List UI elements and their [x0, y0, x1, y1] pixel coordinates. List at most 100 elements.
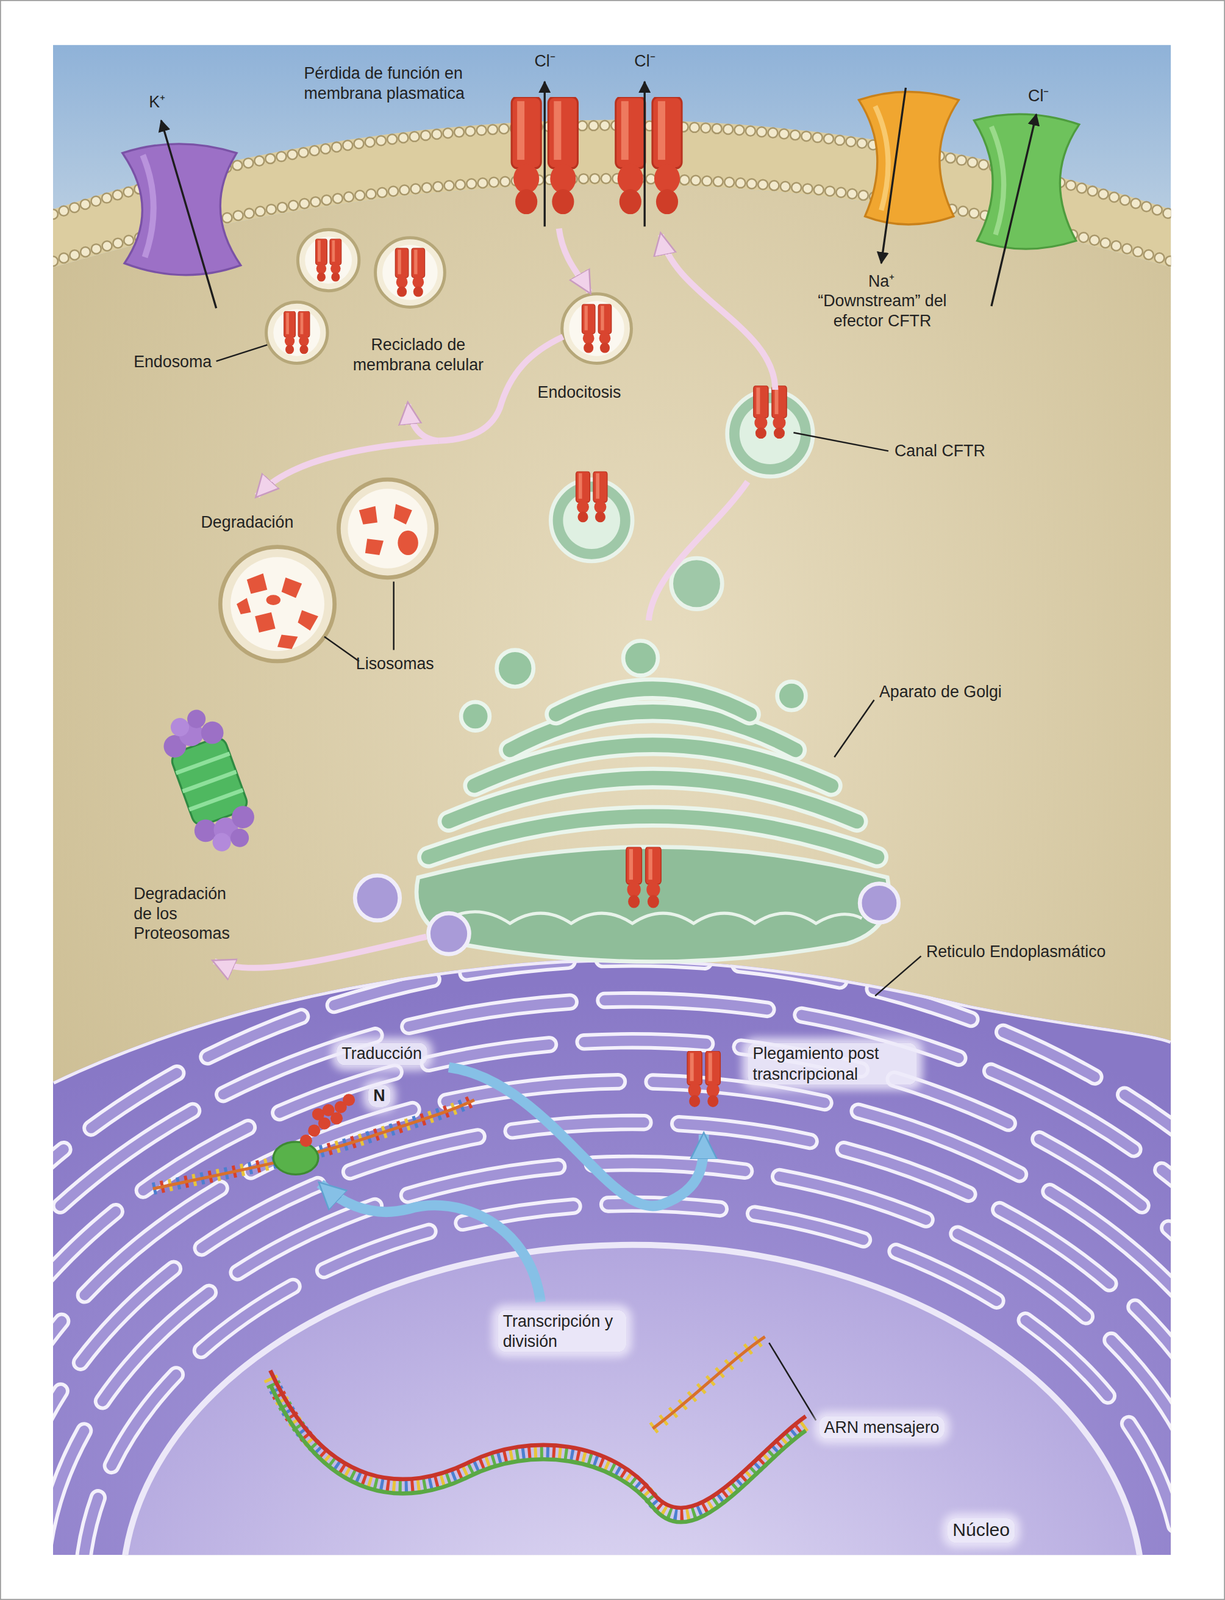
organelle-label: Núcleo: [947, 1517, 1015, 1543]
process-label: Degradación de los Proteosomas: [133, 883, 248, 944]
lysosome: [338, 479, 437, 578]
trafficking-arrow: [407, 403, 439, 441]
lysosome: [397, 530, 418, 555]
endosome: [562, 293, 632, 364]
proteasome: [176, 753, 230, 773]
process-label: Traducción: [336, 1042, 427, 1065]
translation-mrna: [153, 1099, 475, 1189]
translation-mrna: [153, 1099, 475, 1189]
transport-vesicle: [428, 912, 470, 954]
golgi-apparatus: [416, 640, 890, 961]
endoplasmic-reticulum: [53, 1040, 1171, 1555]
cell: [53, 45, 1171, 1555]
translation-mrna: [153, 1099, 475, 1189]
cftr-channel: [581, 303, 611, 353]
endosome: [266, 301, 328, 363]
lysosome: [236, 597, 251, 615]
endoplasmic-reticulum: [53, 1081, 1171, 1555]
translation-mrna: [307, 1123, 321, 1136]
trafficking-arrow: [648, 481, 748, 621]
process-label: Endocitosis: [537, 382, 622, 403]
chloride-channel: [973, 114, 1079, 249]
proteasome: [209, 829, 234, 854]
organelle-label: Endosoma: [133, 351, 212, 372]
golgi-apparatus: [556, 688, 750, 715]
secretory-vesicle: [739, 403, 801, 465]
endosome: [375, 237, 446, 308]
golgi-apparatus: [623, 640, 658, 675]
leader-line: [216, 344, 922, 1420]
endoplasmic-reticulum: [53, 1162, 1171, 1555]
sodium-channel: [858, 92, 959, 225]
cftr-channel: [576, 471, 608, 523]
endoplasmic-reticulum: [53, 999, 1171, 1555]
endoplasmic-reticulum: [53, 1040, 1171, 1555]
golgi-apparatus: [416, 846, 890, 961]
ion-arrow: [160, 120, 216, 308]
sodium-channel: [875, 106, 888, 211]
proteasome: [228, 825, 252, 850]
secretory-vesicle: [562, 491, 621, 549]
translation-mrna: [330, 1111, 343, 1124]
ion-label: Na⁺: [868, 271, 895, 292]
endosome: [382, 244, 438, 300]
golgi-apparatus: [460, 701, 490, 731]
cftr-channel: [284, 310, 310, 354]
leader-line: [793, 432, 889, 451]
lysosome: [266, 594, 281, 605]
process-label: Transcripción y división: [497, 1309, 627, 1352]
leader-line: [875, 955, 921, 996]
endoplasmic-reticulum: [53, 958, 1171, 1082]
endoplasmic-reticulum: [53, 917, 1171, 1555]
channel-label: Canal CFTR: [894, 440, 986, 461]
process-arrow: [448, 1067, 704, 1206]
proteasome: [189, 789, 243, 810]
lysosome: [365, 538, 384, 555]
translation-mrna: [342, 1093, 355, 1106]
organelle-label: Lisosomas: [356, 653, 435, 674]
endosome: [568, 300, 624, 356]
trafficking-arrow: [660, 234, 775, 390]
cftr-channel: [315, 238, 342, 282]
transport-vesicle: [859, 883, 899, 923]
ion-label: Cl⁻: [1028, 85, 1049, 107]
proteasome: [154, 702, 263, 860]
dna-helix: [270, 1384, 806, 1522]
cftr-channel: [687, 1050, 721, 1107]
leader-line: [216, 344, 268, 361]
lysosome: [347, 488, 427, 568]
lysosome: [297, 609, 318, 630]
potassium-channel: [122, 143, 241, 275]
lysosome: [277, 634, 298, 649]
golgi-apparatus: [448, 911, 862, 924]
ion-label: K⁺: [148, 92, 165, 113]
leader-line: [768, 1342, 816, 1420]
chloride-channel: [991, 126, 1004, 235]
golgi-apparatus: [777, 681, 807, 710]
molecule-label: ARN mensajero: [818, 1415, 945, 1438]
translation-mrna: [153, 1099, 475, 1189]
endoplasmic-reticulum: [53, 958, 1171, 1555]
lysosome: [246, 573, 268, 594]
trafficking-arrow: [214, 936, 427, 968]
nucleus: [122, 1244, 1143, 1555]
lysosome: [254, 612, 275, 633]
potassium-channel: [122, 143, 241, 275]
channel-label: “Downstream” del efector CFTR: [817, 290, 948, 331]
leader-line: [392, 581, 395, 650]
transport-vesicle: [354, 875, 400, 921]
trafficking-arrow: [214, 228, 775, 968]
transport-vesicle: [354, 875, 899, 954]
proteasome: [182, 771, 236, 791]
ion-arrow: [643, 81, 646, 227]
leader-line: [324, 636, 360, 661]
lysosome: [281, 577, 302, 598]
ion-arrow: [881, 87, 906, 264]
cftr-channel: [615, 96, 682, 215]
translation-mrna: [273, 1141, 319, 1175]
proteasome: [184, 706, 209, 731]
ion-label: Cl⁻: [534, 51, 555, 72]
cftr-channel: [626, 846, 661, 908]
dna-helix: [270, 1335, 806, 1522]
